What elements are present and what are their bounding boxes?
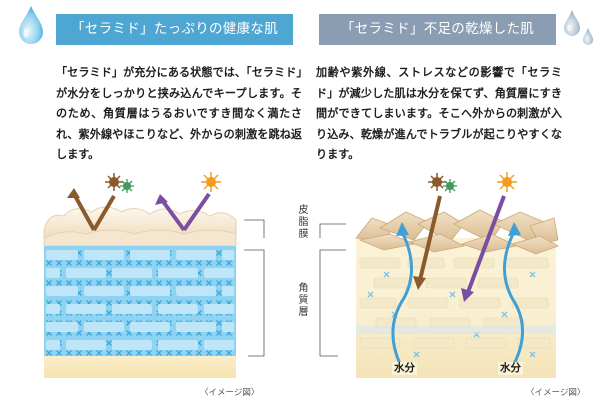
sebum-membrane-label: 皮脂膜 xyxy=(296,204,307,240)
layer-callout-lines xyxy=(244,219,346,357)
healthy-skin-diagram xyxy=(43,172,237,378)
arrow-icon xyxy=(391,231,524,365)
water-drop-icon xyxy=(564,10,593,45)
water-label: 水分 xyxy=(392,362,417,375)
dry-skin-title: 「セラミド」不足の乾燥した肌 xyxy=(319,14,556,45)
water-drop-icon xyxy=(19,6,43,44)
lower-skin-layer xyxy=(44,356,236,378)
dry-skin-diagram xyxy=(355,172,559,378)
stratum-corneum-label: 角質層 xyxy=(296,282,307,318)
arrow-icon xyxy=(413,195,442,290)
sun-icon xyxy=(497,172,517,192)
image-note: 〈イメージ図〉 xyxy=(200,388,260,398)
arrow-icon xyxy=(67,188,116,232)
sebum-layer xyxy=(43,206,237,247)
healthy-skin-description: 「セラミド」が充分にある状態では、「セラミド」が水分をしっかりと挟み込んでキープ… xyxy=(56,66,302,161)
dust-particle-icon xyxy=(105,173,134,193)
image-note: 〈イメージ図〉 xyxy=(526,388,586,398)
sun-icon xyxy=(201,172,221,192)
arrow-icon xyxy=(155,192,211,232)
arrow-icon xyxy=(461,195,506,302)
flaky-sebum-layer xyxy=(355,209,559,255)
stratum-corneum xyxy=(44,246,236,356)
healthy-skin-title: 「セラミド」たっぷりの健康な肌 xyxy=(56,14,293,45)
dust-particle-icon xyxy=(428,173,457,193)
water-label: 水分 xyxy=(498,362,523,375)
dry-skin-description: 加齢や紫外線、ストレスなどの影響で「セラミド」が減少した肌は水分を保てず、角質層… xyxy=(316,66,562,161)
